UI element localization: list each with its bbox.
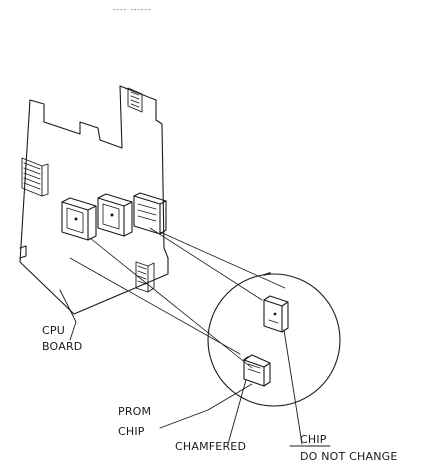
chip-do-not-change-leader [283, 329, 303, 445]
prom-chip-label-line2: CHIP [118, 425, 145, 438]
left-connector [21, 157, 49, 197]
board-edge-notch [19, 245, 27, 259]
page-header: ---- ------ [113, 6, 152, 14]
chamfered-label: CHAMFERED [175, 440, 247, 453]
chip-socket-1 [61, 197, 97, 241]
prom-chip-leader [159, 383, 253, 429]
lower-connector [135, 261, 155, 293]
chip-label-line2: DO NOT CHANGE [300, 450, 398, 463]
prom-chip-label-line1: PROM [118, 405, 152, 418]
projection-lines [69, 227, 286, 369]
upper-connector [127, 87, 143, 113]
magnifier-tick [263, 272, 271, 276]
magnified-chip-do-not-change [263, 295, 289, 333]
cpu-board-label-line2: BOARD [42, 340, 83, 353]
chamfered-leader [227, 379, 247, 445]
cpu-board-outline [19, 85, 169, 315]
chip-socket-2 [97, 193, 133, 237]
magnified-prom-chip [243, 354, 271, 387]
chip-label-line1: CHIP [300, 433, 327, 446]
cpu-board-leader [59, 289, 77, 341]
magnifier-circle [207, 273, 341, 407]
cpu-board-label-line1: CPU [42, 324, 65, 337]
